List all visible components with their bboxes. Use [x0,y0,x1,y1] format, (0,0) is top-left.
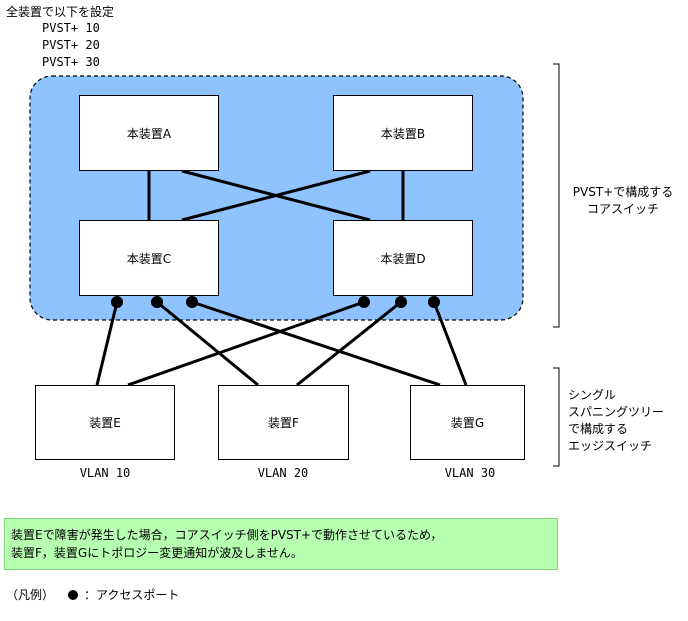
config-title: 全装置で以下を設定 [6,5,115,19]
link-d-f [296,300,402,387]
legend-prefix: （凡例） [6,588,55,602]
link-c-f [156,300,259,387]
edge-switch-label-line-4: エッジスイッチ [568,439,653,453]
vlan-label-f: VLAN 20 [257,466,309,480]
config-line-2: PVST+ 20 [42,38,100,52]
edge-switch-label: シングル スパニングツリー で構成する エッジスイッチ [562,387,688,455]
access-port-c-2 [151,296,163,308]
core-switch-label-line-1: PVST+で構成する [572,185,674,199]
legend: （凡例） ：アクセスポート [6,586,179,603]
link-c-e [95,301,119,386]
vlan-label-e: VLAN 10 [79,466,131,480]
vlan-label-g: VLAN 30 [444,466,496,480]
access-port-d-1 [358,296,370,308]
edge-device-f: 装置F [218,385,349,460]
core-device-d: 本装置D [333,220,473,296]
note-line-1: 装置Eで障害が発生した場合，コアスイッチ側をPVST+で動作させているため， [11,528,443,542]
core-device-a: 本装置A [79,95,219,171]
edge-device-g: 装置G [410,385,525,460]
access-port-d-2 [395,296,407,308]
edge-switch-label-line-3: で構成する [568,422,629,436]
core-bracket [553,63,560,328]
link-d-e [127,300,365,387]
core-device-b: 本装置B [333,95,473,171]
config-line-1: PVST+ 10 [42,21,100,35]
access-port-legend-icon [68,589,79,600]
legend-text: ：アクセスポート [84,588,180,602]
access-port-d-3 [428,296,440,308]
edge-bracket [553,367,560,467]
edge-switch-label-line-1: シングル [568,388,617,402]
link-c-g [191,300,441,387]
edge-switch-label-line-2: スパニングツリー [568,405,665,419]
link-b-c [181,169,371,222]
access-port-c-3 [186,296,198,308]
note-line-2: 装置F，装置Gにトポロジー変更通知が波及しません。 [11,546,303,560]
core-switch-label: PVST+で構成する コアスイッチ [562,184,684,218]
config-line-3: PVST+ 30 [42,55,100,69]
note-box: 装置Eで障害が発生した場合，コアスイッチ側をPVST+で動作させているため， 装… [4,518,558,570]
edge-device-e: 装置E [35,385,175,460]
access-port-c-1 [111,296,123,308]
link-d-g [432,301,468,386]
core-device-c: 本装置C [79,220,219,296]
core-switch-label-line-2: コアスイッチ [586,202,659,216]
